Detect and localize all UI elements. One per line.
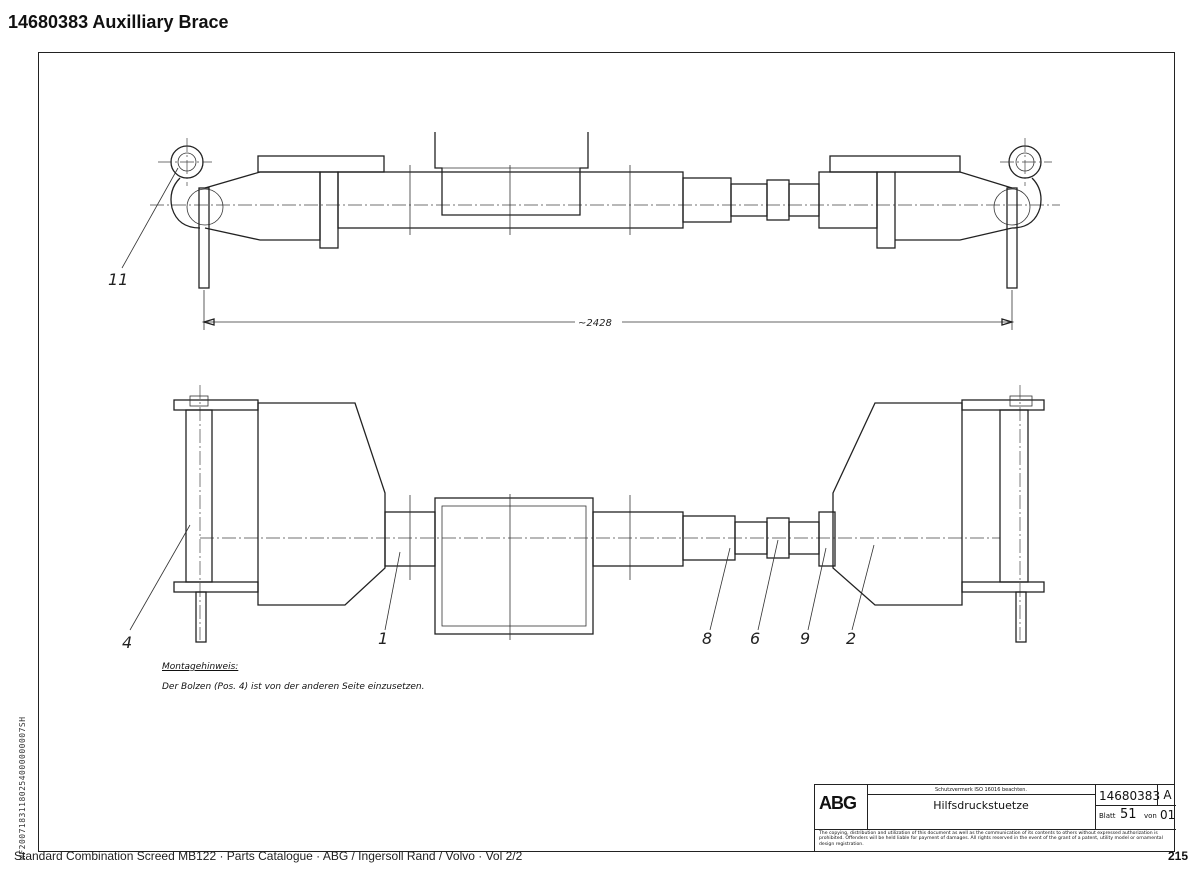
pos-label-9: 9: [800, 629, 810, 648]
page-number: 215: [1167, 849, 1188, 863]
drawing-name: Hilfsdruckstuetze: [933, 799, 1029, 812]
title-block-divider: [815, 829, 1176, 830]
legal-text: The copying, distribution and utilizatio…: [819, 831, 1163, 847]
sheet-number: 51: [1120, 807, 1137, 822]
revision: A: [1157, 785, 1177, 805]
pos-label-4: 4: [122, 633, 132, 652]
pos-label-2: 2: [846, 629, 856, 648]
top-view: [121, 132, 1060, 330]
drawing-number: 14680383: [1099, 789, 1161, 803]
side-document-code: WF20071831180254000000007SH: [18, 716, 27, 860]
footer-text: Standard Combination Screed MB122 · Part…: [14, 849, 523, 863]
pos-label-11: 11: [108, 270, 128, 289]
title-block: ABG Schutzvermerk ISO 16016 beachten. Hi…: [814, 784, 1177, 852]
assembly-note-text: Der Bolzen (Pos. 4) ist von der anderen …: [162, 682, 425, 692]
of-label: von: [1144, 812, 1157, 820]
sheet-label: Blatt: [1099, 812, 1116, 820]
pos-label-6: 6: [750, 629, 760, 648]
copyright-note: Schutzvermerk ISO 16016 beachten.: [934, 787, 1028, 793]
drawing-frame: [38, 52, 1175, 852]
title-block-divider: [867, 785, 868, 829]
assembly-note-heading: Montagehinweis:: [162, 662, 239, 672]
pos-label-1: 1: [378, 629, 388, 648]
title-block-divider: [1095, 785, 1096, 829]
page-title: 14680383 Auxilliary Brace: [8, 12, 229, 32]
bottom-view: [129, 385, 1045, 643]
title-block-divider: [1095, 805, 1176, 806]
sheet-total: 01: [1160, 808, 1176, 822]
abg-logo: ABG: [819, 793, 857, 813]
dimension-label: ~2428: [578, 318, 612, 329]
pos-label-8: 8: [702, 629, 712, 648]
title-block-divider: [867, 794, 1095, 795]
